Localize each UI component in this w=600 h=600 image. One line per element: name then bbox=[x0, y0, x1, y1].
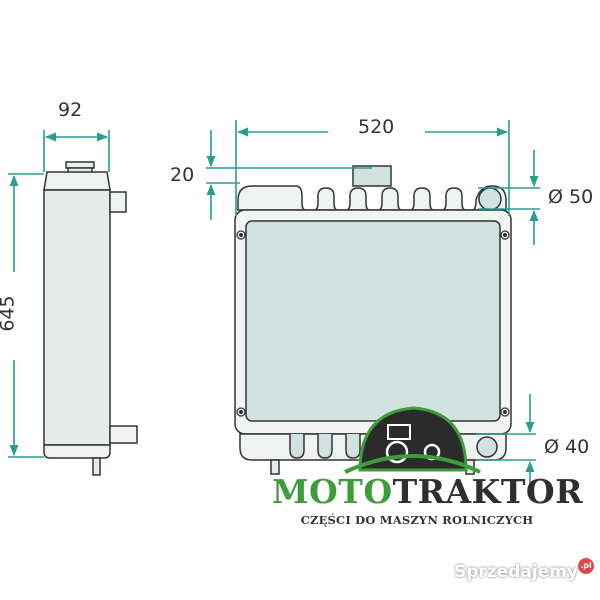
brand-name-part2: TRAKTOR bbox=[392, 472, 584, 511]
dimension-offset-top: 20 bbox=[170, 164, 195, 186]
dimension-width-side: 92 bbox=[58, 99, 83, 121]
side-view bbox=[43, 161, 138, 476]
dimension-inlet-diameter: Ø 50 bbox=[548, 186, 594, 208]
brand-name: MOTOTRAKTOR bbox=[272, 472, 583, 511]
watermark-badge: .pl bbox=[578, 558, 594, 574]
watermark-text: Sprzedajemy bbox=[454, 562, 579, 582]
brand-tagline: CZĘŚCI DO MASZYN ROLNICZYCH bbox=[300, 513, 534, 527]
dimension-outlet-diameter: Ø 40 bbox=[544, 436, 590, 458]
dimension-height: 645 bbox=[0, 295, 19, 332]
dimension-width-front: 520 bbox=[358, 116, 395, 138]
brand-emblem bbox=[344, 406, 481, 474]
front-dimension-lines bbox=[206, 120, 540, 495]
front-view bbox=[234, 165, 512, 475]
brand-logo: MOTOTRAKTOR CZĘŚCI DO MASZYN ROLNICZYCH bbox=[272, 472, 583, 527]
side-dimension-lines bbox=[8, 130, 110, 458]
brand-name-part1: MOTO bbox=[272, 472, 393, 511]
